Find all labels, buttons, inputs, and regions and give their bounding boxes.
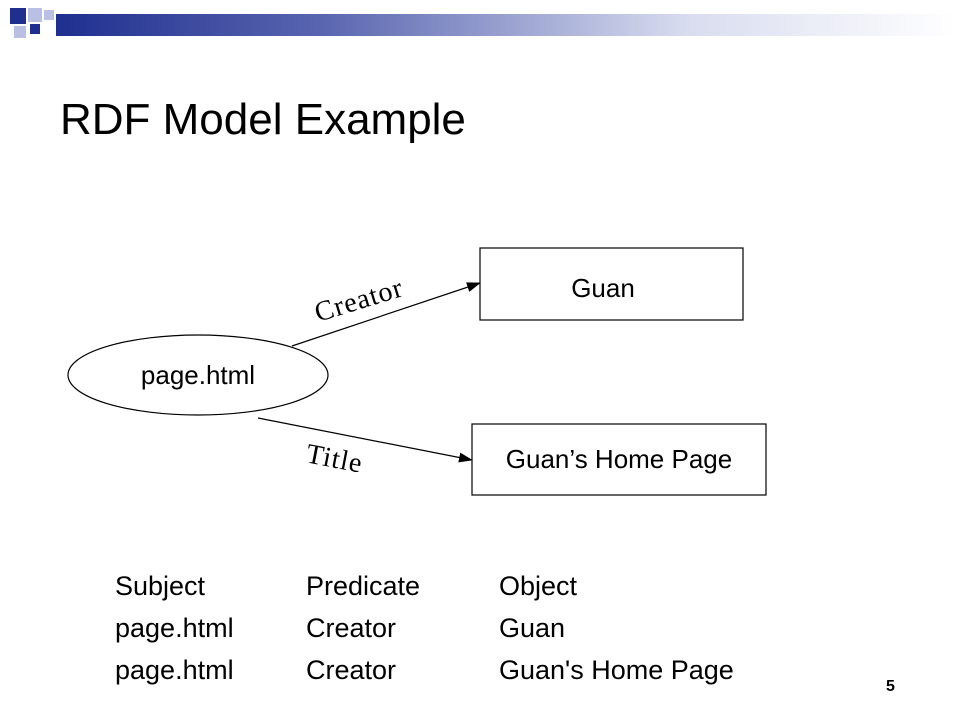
object-node-home-page — [471, 423, 767, 496]
table-cell-subject: page.html — [115, 654, 234, 685]
subject-label: page.html — [141, 360, 255, 390]
corner-square-light — [28, 8, 42, 22]
subject-node — [67, 334, 329, 416]
table-cell-subject: page.html — [115, 612, 234, 643]
table-cell-object: Guan's Home Page — [499, 654, 734, 685]
table-header-object: Object — [499, 570, 578, 601]
slide-number: 5 — [886, 678, 895, 695]
table-cell-predicate: Creator — [306, 612, 397, 643]
slide-title: RDF Model Example — [60, 95, 466, 144]
object-label-home-page: Guan’s Home Page — [506, 444, 732, 474]
edge-creator — [291, 282, 481, 347]
object-node-guan — [479, 247, 744, 321]
table-cell-object: Guan — [499, 612, 566, 643]
object-label-guan: Guan — [571, 273, 635, 303]
header-bar — [56, 14, 956, 36]
table-row: page.html Creator Guan — [115, 607, 799, 649]
corner-square-light — [14, 26, 26, 38]
triple-table: Subject Predicate Object page.html Creat… — [115, 565, 799, 691]
corner-square-dark — [30, 24, 40, 34]
edge-label-title: Title — [304, 438, 366, 479]
table-header-predicate: Predicate — [306, 570, 421, 601]
corner-square-dark — [10, 8, 26, 24]
edge-label-creator: Creator — [311, 272, 407, 328]
table-cell-predicate: Creator — [306, 654, 397, 685]
table-row: page.html Creator Guan's Home Page — [115, 649, 799, 691]
corner-square-light — [44, 10, 54, 20]
table-header-row: Subject Predicate Object — [115, 565, 799, 607]
table-header-subject: Subject — [115, 570, 206, 601]
edge-title — [257, 417, 473, 463]
